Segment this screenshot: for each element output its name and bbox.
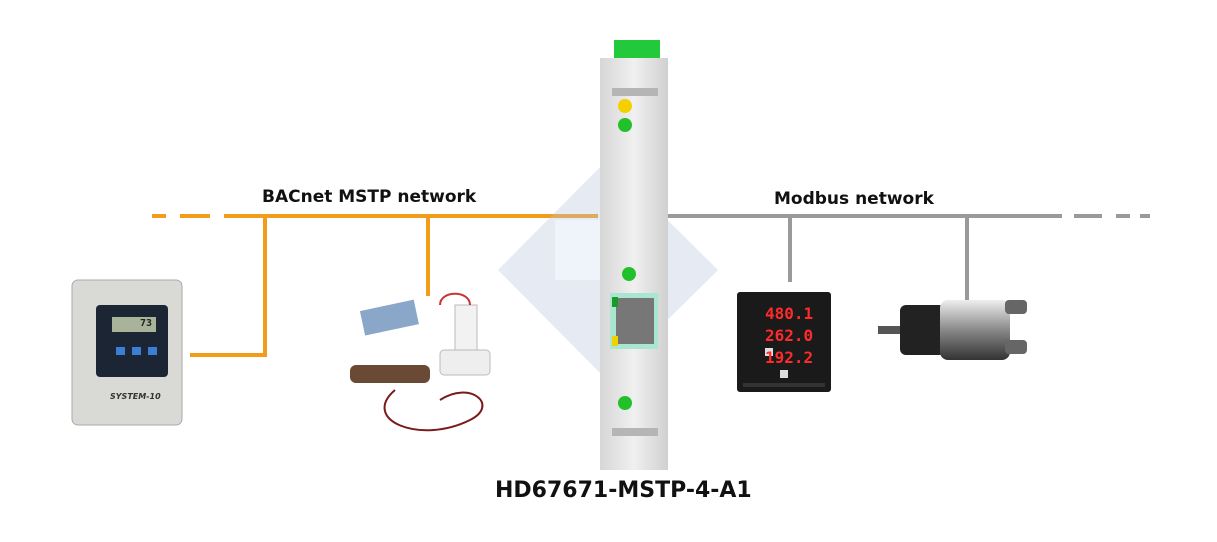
power-reading-1: 480.1 <box>765 304 814 323</box>
bacnet-network-line <box>152 214 598 357</box>
status-led-green <box>618 396 632 410</box>
rotary-encoder-device <box>878 300 1027 360</box>
power-reading-3: 192.2 <box>765 348 814 367</box>
power-reading-2: 262.0 <box>765 326 814 345</box>
modbus-network-label: Modbus network <box>774 189 934 209</box>
valve-sensor-device <box>350 292 491 432</box>
status-led-yellow <box>618 99 632 113</box>
flow-meter-device <box>71 279 183 426</box>
bacnet-network-label: BACnet MSTP network <box>262 187 477 207</box>
power-meter-device <box>737 292 831 392</box>
flow-meter-brand: SYSTEM-10 <box>110 392 161 401</box>
gateway-model-label: HD67671-MSTP-4-A1 <box>495 478 752 503</box>
modbus-network-line <box>668 214 1150 302</box>
status-led-green <box>618 118 632 132</box>
flow-meter-display: 73 <box>140 318 153 329</box>
gateway-device <box>600 40 668 470</box>
status-led-green <box>622 267 636 281</box>
